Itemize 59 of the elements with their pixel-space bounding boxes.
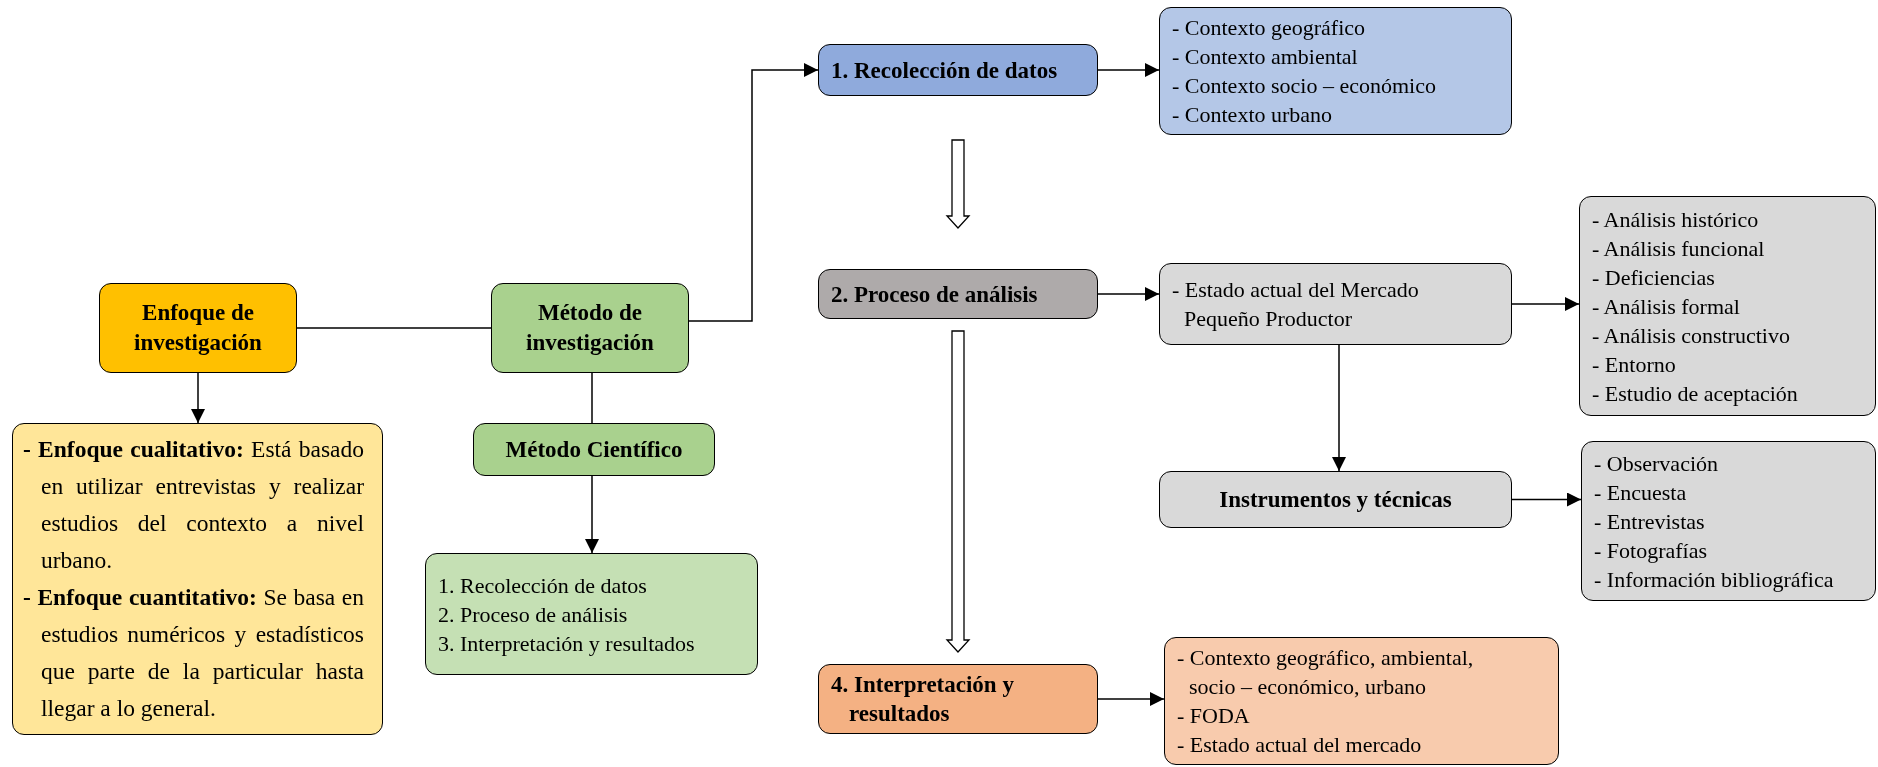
node-label: 2. Proceso de análisis — [831, 280, 1039, 309]
list-item: 1. Recolección de datos — [438, 571, 648, 600]
node-label: Método Científico — [505, 435, 683, 464]
list-item: - Análisis histórico — [1592, 205, 1760, 234]
arrow — [1097, 692, 1165, 706]
list-box — [425, 553, 758, 675]
node-label: Enfoque de investigación — [133, 299, 263, 357]
process-box — [491, 283, 689, 373]
connector-line — [591, 372, 593, 424]
list-item: - Análisis constructivo — [1592, 321, 1791, 350]
arrow — [1332, 344, 1346, 472]
step-box — [818, 44, 1098, 96]
list-item: - Análisis formal — [1592, 292, 1741, 321]
description-text: - Enfoque cuantitativo: Se basa en estudios numéricos y estadísticos que parte de la particular hasta llegar a lo general. — [23, 583, 364, 723]
arrow — [1511, 297, 1580, 311]
list-item: - Contexto geográfico, ambiental, socio – económico, urbano — [1177, 644, 1475, 701]
list-item: - Contexto urbano — [1172, 101, 1334, 129]
list-box — [1159, 7, 1512, 135]
list-item: 3. Interpretación y resultados — [438, 629, 696, 658]
node-label: 1. Recolección de datos — [831, 56, 1059, 85]
hollow-arrow — [945, 139, 971, 229]
list-item: - FODA — [1177, 702, 1251, 730]
list-item: - Observación — [1594, 449, 1719, 478]
list-box — [1159, 263, 1512, 345]
connector-line — [296, 327, 492, 329]
node-label: Instrumentos y técnicas — [1219, 485, 1452, 514]
node-label: 4. Interpretación y resultados — [831, 671, 1015, 728]
list-item: - Contexto socio – económico — [1172, 72, 1437, 100]
list-item: - Fotografías — [1594, 536, 1709, 565]
arrow — [191, 372, 205, 424]
list-item: - Estudio de aceptación — [1592, 379, 1799, 408]
list-box — [1579, 196, 1876, 416]
list-box — [1164, 637, 1559, 765]
list-box — [1581, 441, 1876, 601]
node-label: Método de investigación — [525, 299, 655, 357]
list-item: - Contexto geográfico — [1172, 14, 1367, 42]
process-box — [99, 283, 297, 373]
arrow — [1097, 287, 1160, 301]
list-item: - Estado actual del mercado — [1177, 731, 1423, 759]
list-item: 2. Proceso de análisis — [438, 600, 629, 629]
list-item: - Deficiencias — [1592, 263, 1716, 292]
arrow — [1511, 492, 1582, 507]
process-box — [1159, 471, 1512, 528]
list-item: - Información bibliográfica — [1594, 565, 1835, 594]
arrow — [688, 63, 819, 322]
description-box — [12, 423, 383, 735]
arrow — [1097, 63, 1160, 77]
arrow — [585, 475, 599, 554]
list-item: - Estado actual del Mercado Pequeño Productor — [1172, 276, 1420, 333]
process-box — [473, 423, 715, 476]
list-item: - Análisis funcional — [1592, 234, 1766, 263]
list-item: - Contexto ambiental — [1172, 43, 1359, 71]
step-box — [818, 664, 1098, 734]
list-item: - Encuesta — [1594, 478, 1688, 507]
list-item: - Entorno — [1592, 350, 1677, 379]
description-text: - Enfoque cualitativo: Está basado en utilizar entrevistas y realizar estudios del contexto a nivel urbano. — [23, 435, 364, 575]
hollow-arrow — [945, 330, 971, 653]
list-item: - Entrevistas — [1594, 507, 1706, 536]
step-box — [818, 269, 1098, 319]
